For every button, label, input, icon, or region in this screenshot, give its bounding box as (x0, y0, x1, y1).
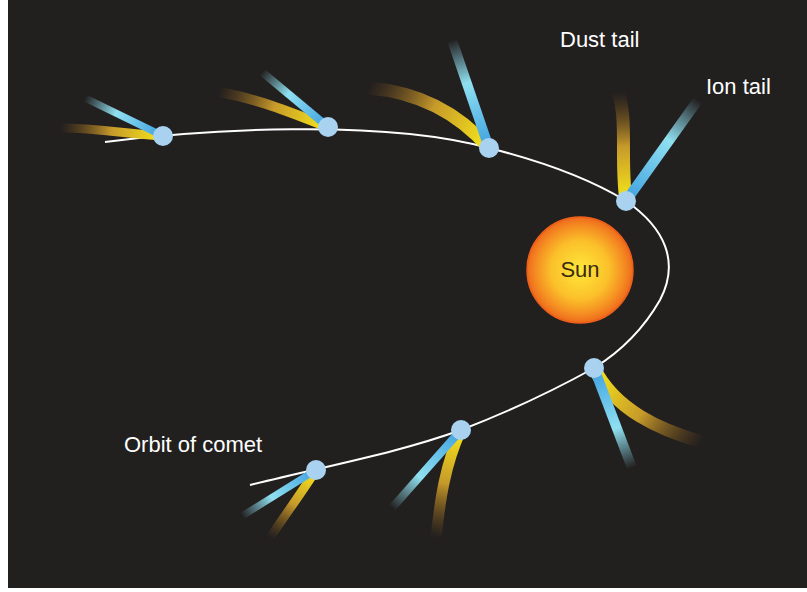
orbit-label: Orbit of comet (124, 433, 262, 457)
comet-orbit-path (105, 129, 669, 485)
sun-circle: Sun (526, 216, 634, 324)
dust-tail-label: Dust tail (560, 28, 639, 52)
space-background (8, 0, 807, 588)
comet-nucleus (153, 117, 636, 480)
sun-label: Sun (560, 257, 599, 283)
comet-tails (60, 40, 702, 538)
ion-tail-label: Ion tail (706, 75, 771, 99)
